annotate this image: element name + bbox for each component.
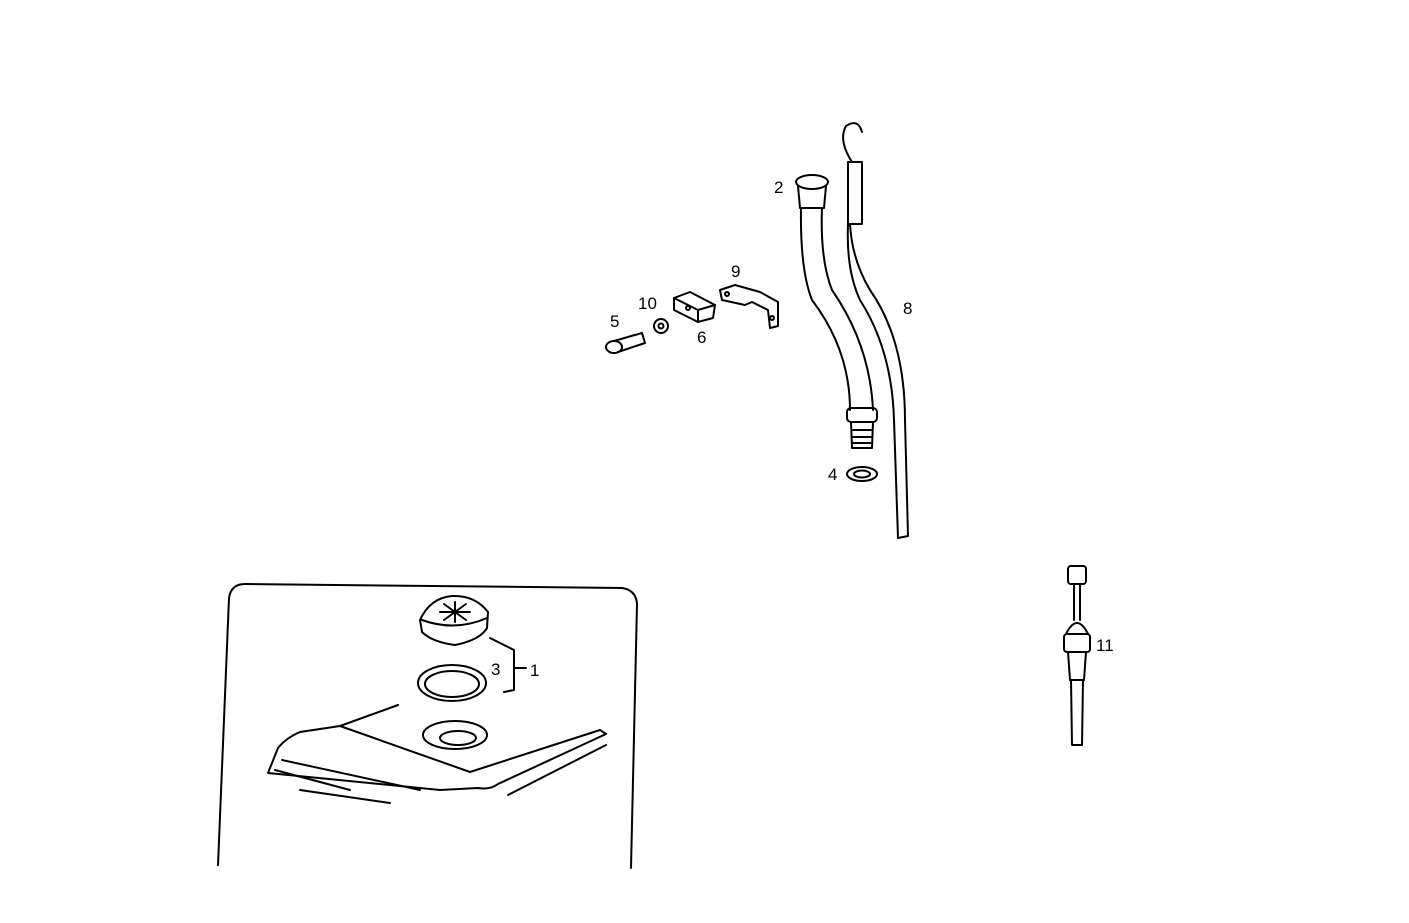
- tank-filler-neck: [422, 720, 488, 750]
- callout-10: 10: [638, 294, 657, 313]
- callout-8: 8: [903, 299, 913, 318]
- clamp-6: [673, 291, 716, 323]
- callout-2: 2: [774, 178, 784, 197]
- tube-2: [795, 174, 878, 449]
- tank-outline: [217, 583, 638, 869]
- callout-6: 6: [697, 328, 707, 347]
- callout-9: 9: [731, 262, 741, 281]
- callout-1: 1: [530, 661, 540, 680]
- bracket-9: [719, 284, 779, 329]
- callout-4: 4: [828, 465, 838, 484]
- callout-5: 5: [610, 312, 620, 331]
- washer-10: [653, 318, 669, 334]
- filler-cap: [419, 594, 489, 646]
- bolt-5: [605, 332, 646, 354]
- callout-11: 11: [1096, 636, 1114, 655]
- seal-ring-3: [417, 664, 487, 702]
- sensor-11: [1063, 565, 1091, 746]
- callout-3: 3: [491, 660, 501, 679]
- dipstick-8: [842, 122, 909, 539]
- bracket-1: [489, 637, 527, 693]
- washer-4: [846, 466, 878, 482]
